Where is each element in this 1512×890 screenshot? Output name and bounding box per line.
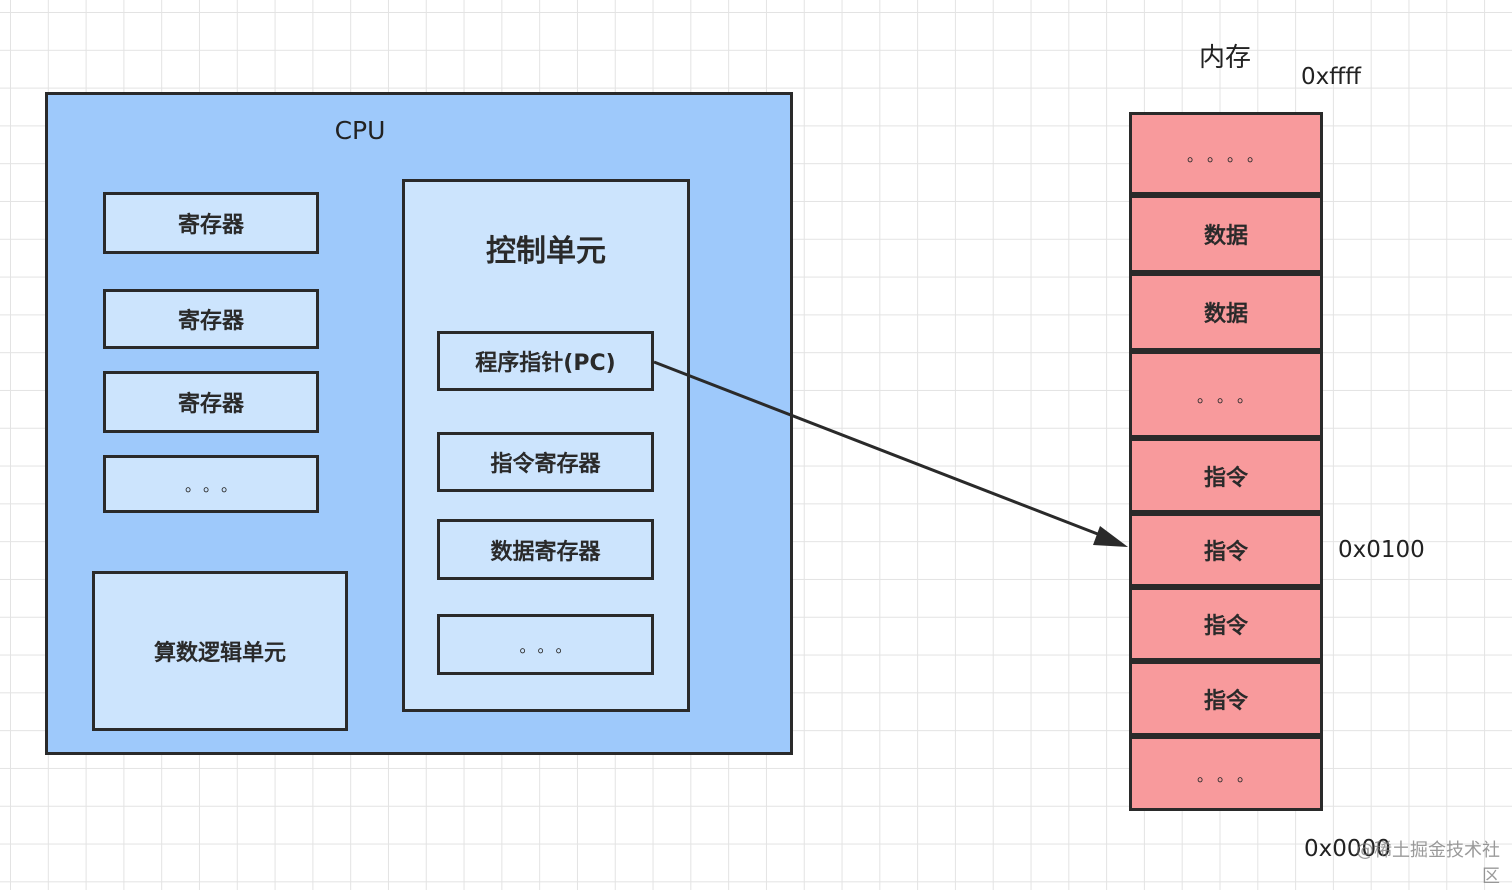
memory-title: 内存 xyxy=(1198,43,1251,73)
arrow-line xyxy=(653,360,1109,540)
alu-box: 算数逻辑单元 xyxy=(92,571,348,731)
register-box-3: 寄存器 xyxy=(103,371,319,433)
watermark: @稀土掘金技术社区 xyxy=(1356,840,1500,887)
register-box-1: 寄存器 xyxy=(103,192,319,254)
memory-cell-data-1: 数据 xyxy=(1129,195,1323,273)
memory-cell-instruction-1: 指令 xyxy=(1129,438,1323,513)
ellipsis-text: 。。。 xyxy=(1196,765,1265,785)
control-unit-title: 控制单元 xyxy=(486,234,606,269)
register-box-ellipsis: 。。。 xyxy=(103,455,319,513)
register-box-2: 寄存器 xyxy=(103,289,319,349)
instruction-register-box: 指令寄存器 xyxy=(437,432,654,492)
ellipsis-text: 。。。 xyxy=(1196,386,1265,406)
cpu-title: CPU xyxy=(334,116,386,145)
memory-cell-data-2: 数据 xyxy=(1129,273,1323,351)
address-bottom-label: 0x0000 xyxy=(1304,836,1391,862)
memory-cell-ellipsis-mid: 。。。 xyxy=(1129,351,1323,438)
ellipsis-text: 。。。 xyxy=(184,476,247,495)
program-counter-box: 程序指针(PC) xyxy=(437,331,654,391)
memory-cell-ellipsis-top: 。。。。 xyxy=(1129,112,1323,195)
address-mid-label: 0x0100 xyxy=(1338,537,1425,563)
memory-cell-instruction-3: 指令 xyxy=(1129,587,1323,661)
arrow-head-icon xyxy=(1093,526,1128,547)
address-top-label: 0xffff xyxy=(1301,64,1361,90)
memory-cell-instruction-2: 指令 xyxy=(1129,513,1323,587)
ellipsis-text: 。。。。 xyxy=(1186,145,1275,165)
memory-cell-instruction-4: 指令 xyxy=(1129,661,1323,736)
data-register-box: 数据寄存器 xyxy=(437,519,654,580)
ellipsis-text: 。。。 xyxy=(519,636,582,656)
memory-cell-ellipsis-bottom: 。。。 xyxy=(1129,736,1323,811)
control-ellipsis-box: 。。。 xyxy=(437,614,654,675)
